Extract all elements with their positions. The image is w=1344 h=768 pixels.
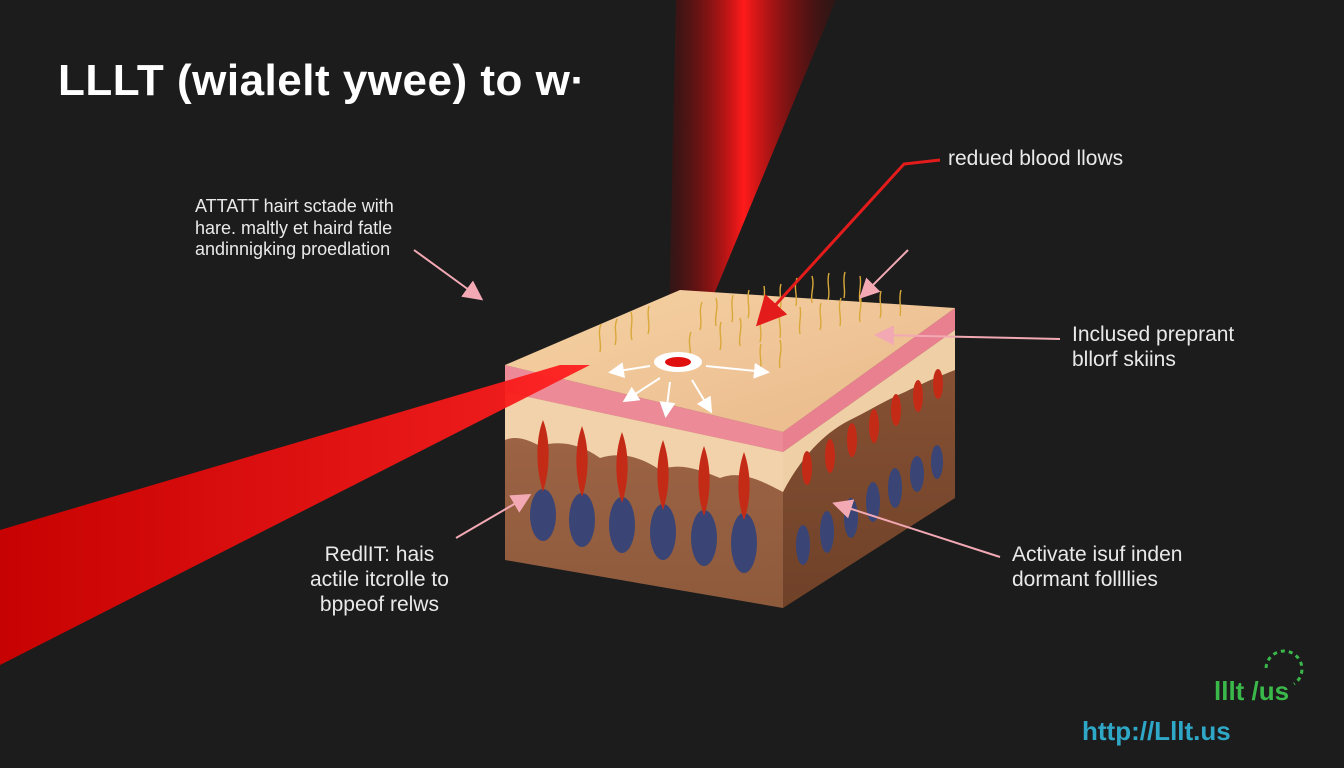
arrow-top-left	[413, 249, 484, 301]
label-top-left: ATTATT hairt sctade with hare. maltly et…	[195, 196, 394, 260]
laser-beam-horizontal	[0, 365, 590, 665]
page-title: LLLT (wialelt ywee) to w·	[58, 56, 586, 105]
arrow-bottom-right	[832, 499, 1001, 558]
follicles-side	[796, 369, 943, 565]
label-bottom-left: RedlIT: hais actile itcrolle to bppeof r…	[310, 543, 449, 617]
skin-top-surface	[505, 290, 955, 432]
brand-logo-text: lllt /us	[1214, 676, 1290, 706]
arrow-right	[874, 325, 1061, 346]
follicles-front	[530, 420, 757, 573]
label-top-right: redued blood llows	[948, 147, 1124, 170]
label-bottom-right: Activate isuf inden dormant follllies	[1012, 543, 1183, 592]
arrow-bottom-left	[455, 493, 532, 539]
laser-beam-vertical	[668, 0, 836, 362]
arrow-top-right-pink	[859, 249, 909, 299]
logo-ring-icon	[1264, 649, 1304, 686]
arrow-top-right-red	[755, 158, 941, 327]
label-right: Inclused preprant bllorf skiins	[1072, 323, 1235, 372]
website-url[interactable]: http://Lllt.us	[1082, 716, 1231, 746]
